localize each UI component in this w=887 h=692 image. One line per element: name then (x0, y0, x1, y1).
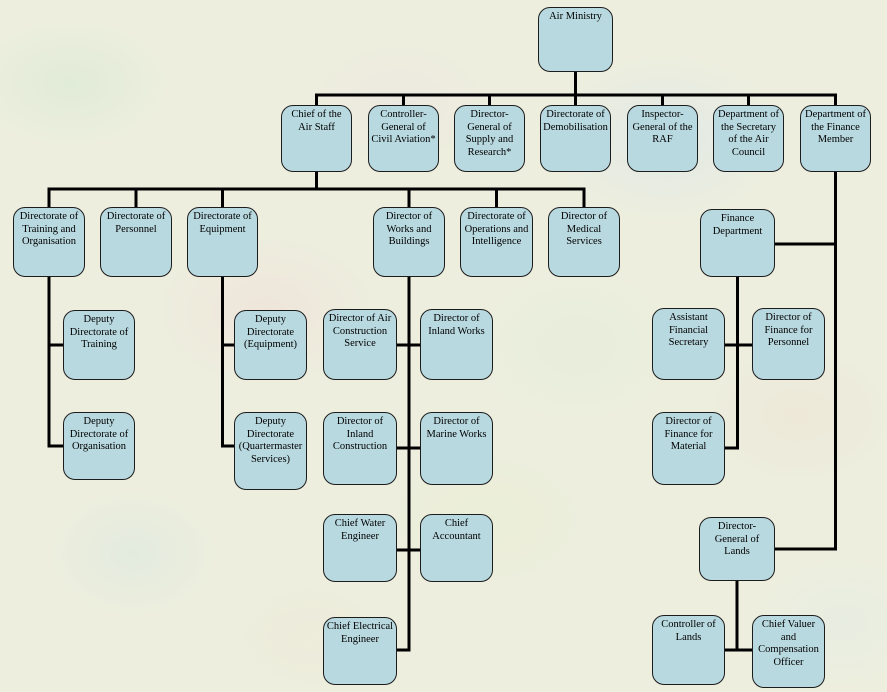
org-node-label: Finance Department (712, 213, 763, 237)
org-node-label: Directorate of Personnel (106, 211, 166, 235)
org-node-label: Directorate of Demobilisation (543, 109, 608, 133)
org-node-label: Director of Finance for Personnel (764, 312, 813, 349)
org-node-dir-inland-works: Director of Inland Works (420, 309, 493, 380)
org-node-label: Deputy Directorate (Equipment) (243, 314, 298, 351)
equipment-connectors (221, 275, 236, 448)
org-node-label: Chief Electrical Engineer (326, 621, 394, 645)
org-node-dg-supply-research: Director-General of Supply and Research* (454, 105, 525, 172)
org-node-air-ministry: Air Ministry (538, 7, 613, 72)
org-node-dep-dir-training: Deputy Directorate of Training (63, 310, 135, 380)
org-node-label: Directorate of Training and Organisation (19, 211, 79, 248)
org-node-dir-equipment: Directorate of Equipment (187, 207, 258, 277)
org-node-label: Chief of the Air Staff (291, 109, 342, 133)
org-node-label: Chief Accountant (432, 518, 481, 542)
works-buildings-connectors (395, 275, 422, 652)
org-node-chief-water-engineer: Chief Water Engineer (323, 514, 397, 582)
org-node-finance-department: Finance Department (700, 209, 775, 277)
edge-row2-stubs (315, 93, 837, 107)
org-node-directorate-demobilisation: Directorate of Demobilisation (540, 105, 611, 172)
org-node-label: Director-General of Supply and Research* (465, 109, 514, 158)
air-ministry-connectors (315, 70, 837, 107)
org-node-label: Deputy Directorate of Training (69, 314, 129, 351)
finance-member-connectors (773, 170, 837, 551)
org-node-dep-dir-organisation: Deputy Directorate of Organisation (63, 412, 135, 480)
org-node-label: Deputy Directorate of Organisation (69, 416, 129, 453)
org-node-inspector-general-raf: Inspector-General of the RAF (627, 105, 698, 172)
org-node-dir-finance-material: Director of Finance for Material (652, 412, 725, 485)
org-node-chief-valuer: Chief Valuer and Compensation Officer (752, 615, 825, 688)
org-node-label: Inspector-General of the RAF (632, 109, 693, 146)
org-node-dir-marine-works: Director of Marine Works (420, 412, 493, 485)
org-node-label: Controller-General of Civil Aviation* (371, 109, 436, 146)
org-node-label: Director-General of Lands (714, 521, 760, 558)
org-node-label: Department of the Finance Member (805, 109, 866, 146)
org-node-controller-lands: Controller of Lands (652, 615, 725, 685)
org-node-dir-works-buildings: Director of Works and Buildings (373, 207, 445, 277)
org-node-dep-dir-quartermaster: Deputy Directorate (Quartermaster Servic… (234, 412, 307, 490)
org-node-chief-electrical-engineer: Chief Electrical Engineer (323, 617, 397, 685)
org-node-label: Director of Finance for Material (664, 416, 713, 453)
org-node-chief-accountant: Chief Accountant (420, 514, 493, 582)
org-node-dept-secretary-air-council: Department of the Secretary of the Air C… (713, 105, 784, 172)
org-node-dir-ops-intelligence: Directorate of Operations and Intelligen… (460, 207, 533, 277)
org-node-dir-training-org: Directorate of Training and Organisation (13, 207, 85, 277)
finance-department-connectors (723, 275, 754, 450)
org-node-dir-personnel: Directorate of Personnel (100, 207, 172, 277)
org-node-label: Director of Marine Works (426, 416, 487, 440)
org-node-dir-medical-services: Director of Medical Services (548, 207, 620, 277)
org-node-dep-dir-equipment: Deputy Directorate (Equipment) (234, 310, 307, 380)
org-node-label: Directorate of Equipment (193, 211, 252, 235)
org-node-label: Director of Inland Construction (332, 416, 388, 453)
org-node-asst-financial-secretary: Assistant Financial Secretary (652, 308, 725, 380)
org-node-label: Directorate of Operations and Intelligen… (464, 211, 529, 248)
org-node-label: Controller of Lands (661, 619, 716, 643)
org-node-label: Chief Valuer and Compensation Officer (758, 619, 819, 668)
org-node-label: Assistant Financial Secretary (668, 312, 709, 349)
org-node-label: Director of Air Construction Service (328, 313, 392, 350)
org-node-label: Director of Medical Services (560, 211, 608, 248)
org-node-dg-lands: Director-General of Lands (699, 517, 775, 581)
org-node-label: Director of Inland Works (428, 313, 485, 337)
chief-air-staff-connectors (47, 170, 586, 209)
org-node-label: Deputy Directorate (Quartermaster Servic… (238, 416, 303, 465)
org-node-dir-air-construction: Director of Air Construction Service (323, 309, 397, 380)
org-node-dir-finance-personnel: Director of Finance for Personnel (752, 308, 825, 380)
org-node-label: Director of Works and Buildings (385, 211, 433, 248)
org-node-dir-inland-construction: Director of Inland Construction (323, 412, 397, 485)
org-node-dept-finance-member: Department of the Finance Member (800, 105, 871, 172)
org-node-label: Air Ministry (549, 11, 602, 22)
org-node-controller-general-civil-aviation: Controller-General of Civil Aviation* (368, 105, 439, 172)
dg-lands-connectors (723, 579, 754, 652)
org-node-chief-air-staff: Chief of the Air Staff (281, 105, 352, 172)
org-node-label: Department of the Secretary of the Air C… (718, 109, 779, 158)
org-node-label: Chief Water Engineer (334, 518, 386, 542)
edge-row3-stubs (47, 187, 586, 209)
training-org-connectors (47, 275, 65, 448)
